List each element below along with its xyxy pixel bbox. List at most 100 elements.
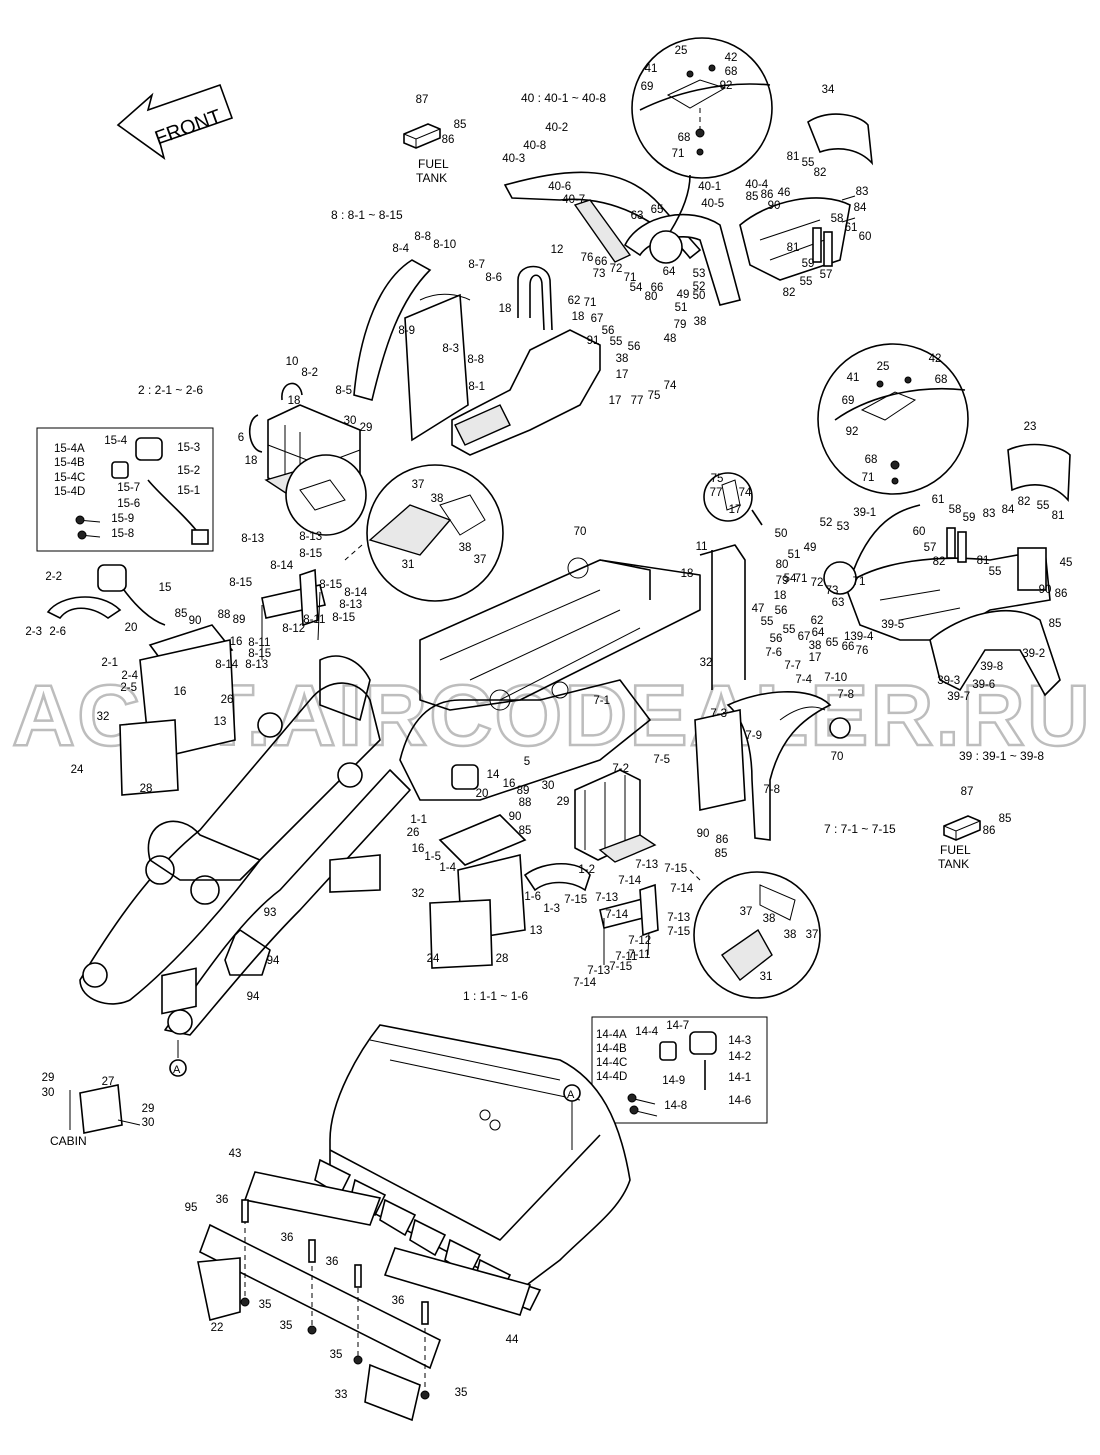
step-7-2 (574, 769, 657, 863)
callout-85: 85 (454, 119, 467, 131)
callout-39-2: 39-2 (1022, 648, 1045, 660)
callout-25: 25 (675, 45, 688, 57)
callout-2-3: 2-3 (25, 626, 42, 638)
callout-87: 87 (416, 94, 429, 106)
callout-8-1: 8-1 (468, 381, 485, 393)
callout-43: 43 (229, 1148, 242, 1160)
callout-139-4: 139-4 (844, 631, 874, 643)
callout-7-10: 7-10 (824, 672, 847, 684)
callout-7-4: 7-4 (795, 674, 812, 686)
detail-circle-17 (703, 472, 763, 526)
detail-circle-step-expanded (344, 464, 504, 602)
callout-8-2: 8-2 (301, 367, 318, 379)
callout-37: 37 (806, 929, 819, 941)
callout-40-1: 40-1 (698, 181, 721, 193)
callout-8-11: 8-11 (303, 614, 325, 626)
callout-86: 86 (442, 134, 455, 146)
callout-30: 30 (42, 1087, 55, 1099)
callout-36: 36 (281, 1232, 294, 1244)
callout-86: 86 (716, 834, 729, 846)
callout-40-8: 40-8 (523, 140, 546, 152)
callout-14-2: 14-2 (728, 1051, 751, 1063)
callout-80: 80 (645, 291, 658, 303)
callout-17: 17 (809, 652, 822, 664)
callout-38: 38 (809, 640, 822, 652)
callout-26: 26 (221, 694, 234, 706)
callout-59: 59 (802, 258, 815, 270)
marker-a-left-label: A (173, 1064, 181, 1076)
callout-65: 65 (826, 637, 839, 649)
callout-22: 22 (211, 1322, 224, 1334)
callout-13: 13 (214, 716, 227, 728)
front-arrow: FRONT (116, 83, 234, 160)
callout-8-7: 8-7 (468, 259, 485, 271)
callout-40-2: 40-2 (545, 122, 568, 134)
fuel-tank-cap-top: FUEL TANK (403, 123, 449, 185)
callout-7-2: 7-2 (612, 763, 629, 775)
callout-45: 45 (1060, 557, 1073, 569)
callout-14-9: 14-9 (662, 1075, 685, 1087)
callout-81: 81 (1052, 510, 1065, 522)
callout-64: 64 (812, 627, 825, 639)
group-note-2: 2 : 2-1 ~ 2-6 (138, 383, 203, 397)
callout-54: 54 (630, 282, 643, 294)
group-note-1: 1 : 1-1 ~ 1-6 (463, 989, 528, 1003)
callout-60: 60 (859, 231, 872, 243)
callout-7-12: 7-12 (628, 935, 651, 947)
callout-8-4: 8-4 (392, 243, 409, 255)
callout-14: 14 (487, 769, 500, 781)
callout-7-11: 7-11 (615, 951, 637, 963)
callout-38: 38 (784, 929, 797, 941)
callout-72: 72 (811, 577, 824, 589)
group-note-39: 39 : 39-1 ~ 39-8 (959, 749, 1044, 763)
callout-88: 88 (519, 797, 532, 809)
callout-14-1: 14-1 (728, 1072, 751, 1084)
callout-8-8: 8-8 (467, 354, 484, 366)
callout-30: 30 (344, 415, 357, 427)
callout-66: 66 (651, 282, 664, 294)
callout-14-6: 14-6 (728, 1095, 751, 1107)
callout-90: 90 (509, 811, 522, 823)
callout-26: 26 (407, 827, 420, 839)
callout-32: 32 (97, 711, 110, 723)
callout-70: 70 (831, 751, 844, 763)
step-7-11 (599, 883, 659, 965)
callout-77: 77 (710, 487, 723, 499)
callout-59: 59 (963, 512, 976, 524)
callout-16: 16 (503, 778, 516, 790)
callout-14-7: 14-7 (666, 1020, 689, 1032)
callout-8-10: 8-10 (433, 239, 456, 251)
callout-48: 48 (664, 333, 677, 345)
callout-8-13: 8-13 (245, 659, 268, 671)
callout-83: 83 (856, 186, 869, 198)
callout-7-15: 7-15 (564, 894, 587, 906)
callout-28: 28 (140, 783, 153, 795)
decal-23 (1007, 443, 1071, 503)
main-frame (399, 559, 701, 801)
loader-arms (79, 655, 411, 1036)
callout-53: 53 (837, 521, 850, 533)
callout-29: 29 (42, 1072, 55, 1084)
callout-46: 46 (778, 187, 791, 199)
callout-16: 16 (412, 843, 425, 855)
detail-circle-top (631, 37, 773, 264)
callout-75: 75 (711, 473, 724, 485)
callout-7-9: 7-9 (745, 730, 762, 742)
callout-86: 86 (1055, 588, 1068, 600)
callout-68: 68 (865, 454, 878, 466)
callout-8-14: 8-14 (344, 587, 368, 599)
fender-7 (567, 544, 851, 841)
callout-64: 64 (663, 266, 676, 278)
callout-8-13: 8-13 (241, 533, 264, 545)
callout-14-8: 14-8 (664, 1100, 687, 1112)
callout-79: 79 (776, 575, 789, 587)
callout-55: 55 (800, 276, 813, 288)
callout-18: 18 (681, 568, 694, 580)
fender-39 (844, 527, 1061, 697)
callout-7-13: 7-13 (587, 965, 610, 977)
callout-15: 15 (159, 582, 172, 594)
callout-17: 17 (609, 395, 622, 407)
callout-77: 77 (631, 395, 644, 407)
detail-circle-step-right (689, 869, 821, 999)
